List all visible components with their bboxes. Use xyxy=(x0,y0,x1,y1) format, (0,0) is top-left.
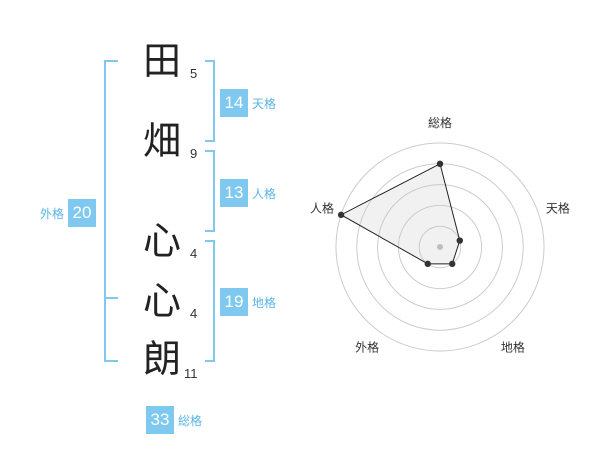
name-char-5: 朗 xyxy=(142,337,181,381)
chikaku-bracket xyxy=(205,240,215,362)
jinkaku-label: 人格 xyxy=(252,186,277,201)
radar-grid-ring xyxy=(377,184,503,310)
jinkaku-value: 13 xyxy=(220,179,248,207)
name-char-3: 心 xyxy=(142,219,181,263)
radar-point-1 xyxy=(436,160,444,167)
radar-series-area xyxy=(340,163,461,265)
jinkaku-badge: 13 人格 xyxy=(220,179,276,207)
radar-axis-label-4: 外格 xyxy=(355,339,379,354)
radar-axis-label-2: 天格 xyxy=(546,201,570,216)
radar-point-2 xyxy=(456,237,463,244)
gaikaku-value: 20 xyxy=(68,199,97,227)
gaikaku-bracket xyxy=(104,60,118,362)
radar-point-3 xyxy=(449,260,456,268)
radar-point-5 xyxy=(337,211,345,219)
name-char-1: 田 xyxy=(142,39,181,83)
radar-grid-ring xyxy=(335,142,545,352)
gaikaku-badge: 外格 20 xyxy=(40,199,97,227)
stroke-count-3: 4 xyxy=(190,246,198,261)
soukaku-badge: 33 総格 xyxy=(146,406,202,434)
radar-axis-label-3: 地格 xyxy=(501,339,525,354)
soukaku-label: 総格 xyxy=(178,413,203,428)
chikaku-label: 地格 xyxy=(252,295,277,310)
radar-axis-label-5: 人格 xyxy=(310,201,334,216)
radar-grid-ring xyxy=(418,225,462,269)
tenkaku-label: 天格 xyxy=(252,96,277,111)
chikaku-badge: 19 地格 xyxy=(220,288,276,316)
radar-point-4 xyxy=(424,260,431,268)
tenkaku-bracket xyxy=(205,60,215,142)
stroke-count-1: 5 xyxy=(190,66,198,81)
radar-axis-label-1: 総格 xyxy=(428,115,452,130)
tenkaku-value: 14 xyxy=(220,89,248,117)
soukaku-value: 33 xyxy=(146,406,174,434)
chikaku-value: 19 xyxy=(220,288,248,316)
radar-center xyxy=(437,244,443,250)
gaikaku-bracket-tick xyxy=(106,297,118,299)
stroke-count-2: 9 xyxy=(190,146,198,161)
gaikaku-label: 外格 xyxy=(40,206,65,221)
stroke-count-4: 4 xyxy=(190,306,198,321)
tenkaku-badge: 14 天格 xyxy=(220,89,276,117)
name-char-2: 畑 xyxy=(142,119,181,163)
jinkaku-bracket xyxy=(205,150,215,232)
stroke-count-5: 11 xyxy=(184,366,198,381)
name-char-4: 心 xyxy=(142,279,181,323)
